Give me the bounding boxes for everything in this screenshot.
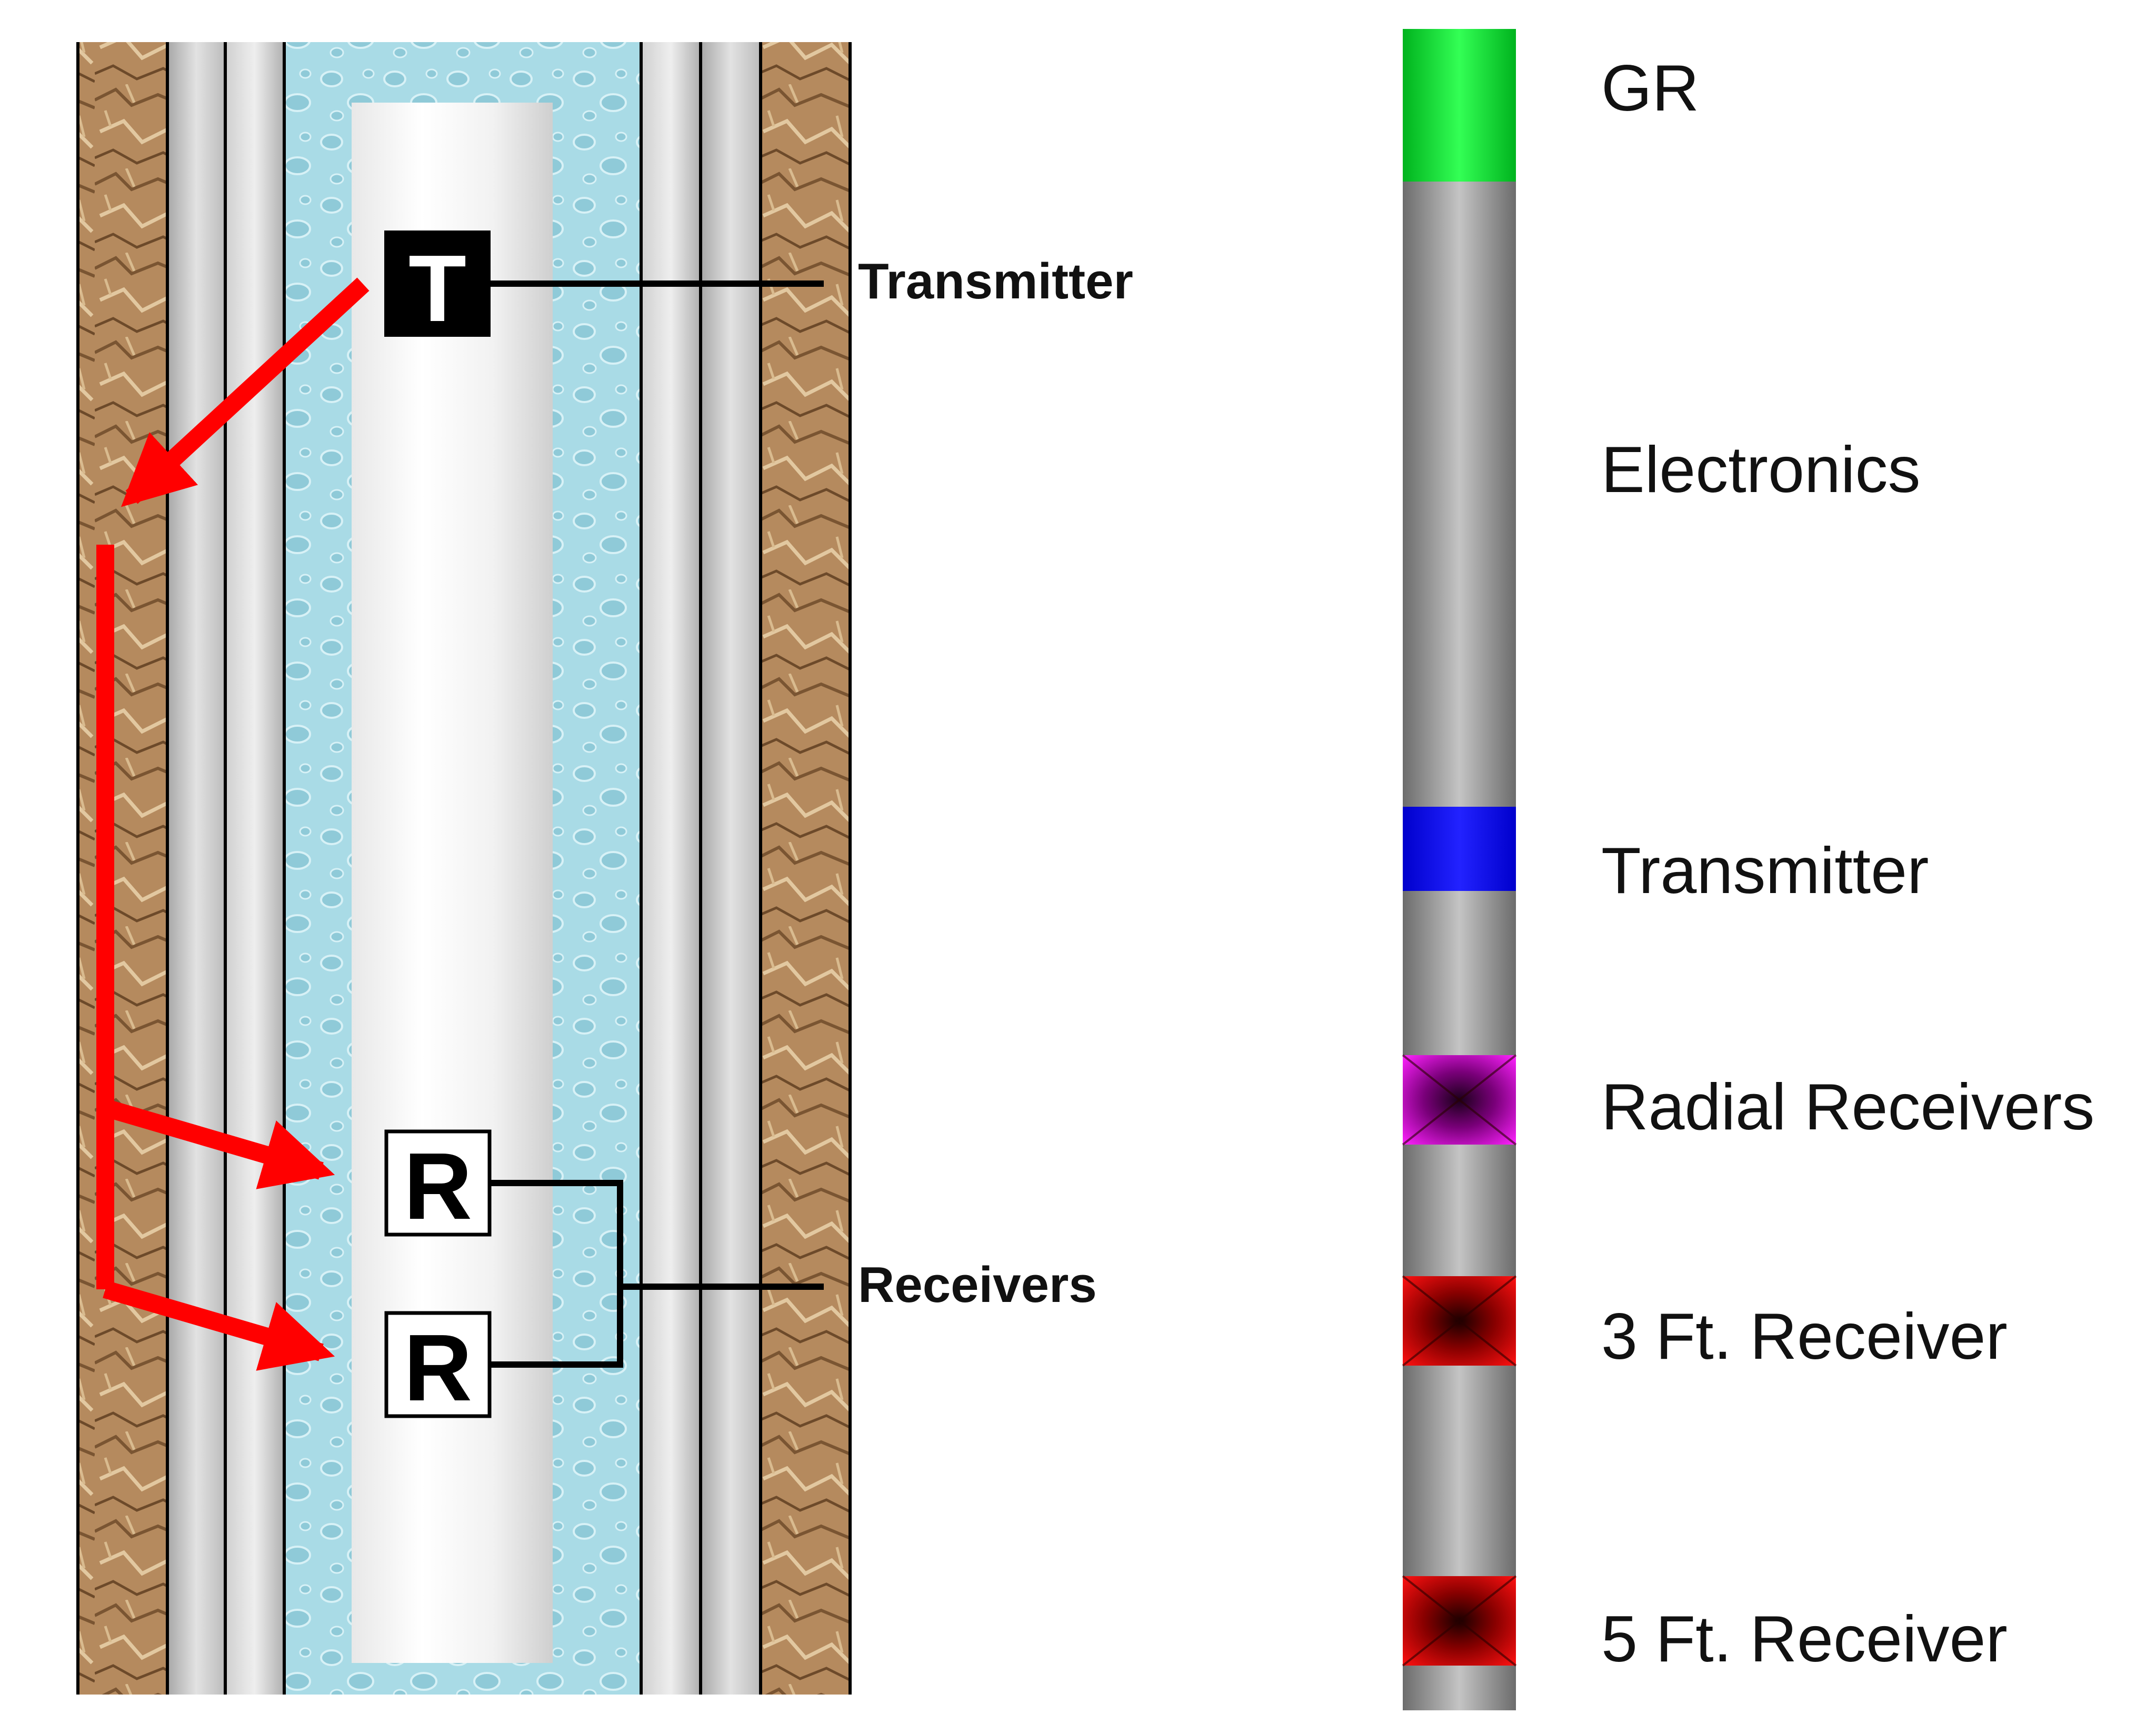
segment-transmitter	[1403, 807, 1516, 891]
label-5ft-receiver: 5 Ft. Receiver	[1601, 1603, 2008, 1676]
label-3ft-receiver: 3 Ft. Receiver	[1601, 1300, 2008, 1373]
formation-left	[78, 42, 167, 1695]
receivers-callout: Receivers	[858, 1257, 1097, 1313]
label-gr: GR	[1601, 52, 1699, 125]
label-radial-receivers: Radial Receivers	[1601, 1071, 2094, 1144]
casing-right-outer	[701, 42, 761, 1695]
segment-gr	[1403, 29, 1516, 182]
receiver-letter-1: R	[404, 1134, 472, 1239]
casing-left-outer	[167, 42, 225, 1695]
casing-left-inner	[225, 42, 284, 1695]
transmitter-letter: T	[408, 236, 466, 342]
receiver-letter-2: R	[404, 1315, 472, 1421]
borehole-section: T Transmitter R R Receivers	[76, 42, 1133, 1695]
receivers-bracket	[490, 1180, 824, 1368]
receiver-cross-marks	[1402, 1054, 1517, 1667]
casing-lines	[76, 42, 852, 1695]
wave-path	[96, 277, 370, 1371]
formation-right	[761, 42, 850, 1695]
receiver-box-2: R	[384, 1311, 492, 1421]
casing-right-inner	[641, 42, 701, 1695]
wave-to-receiver-2	[103, 1280, 335, 1371]
receiver-box-1: R	[384, 1129, 492, 1239]
transmitter-callout: Transmitter	[858, 253, 1133, 309]
wave-refraction-arrow	[121, 277, 370, 507]
transmitter-box: T	[384, 230, 491, 342]
label-transmitter: Transmitter	[1601, 835, 1929, 907]
tool-schematic: GR Electronics Transmitter Radial Receiv…	[1402, 29, 2094, 1710]
wave-to-receiver-1	[103, 1099, 335, 1189]
label-electronics: Electronics	[1601, 434, 1920, 506]
